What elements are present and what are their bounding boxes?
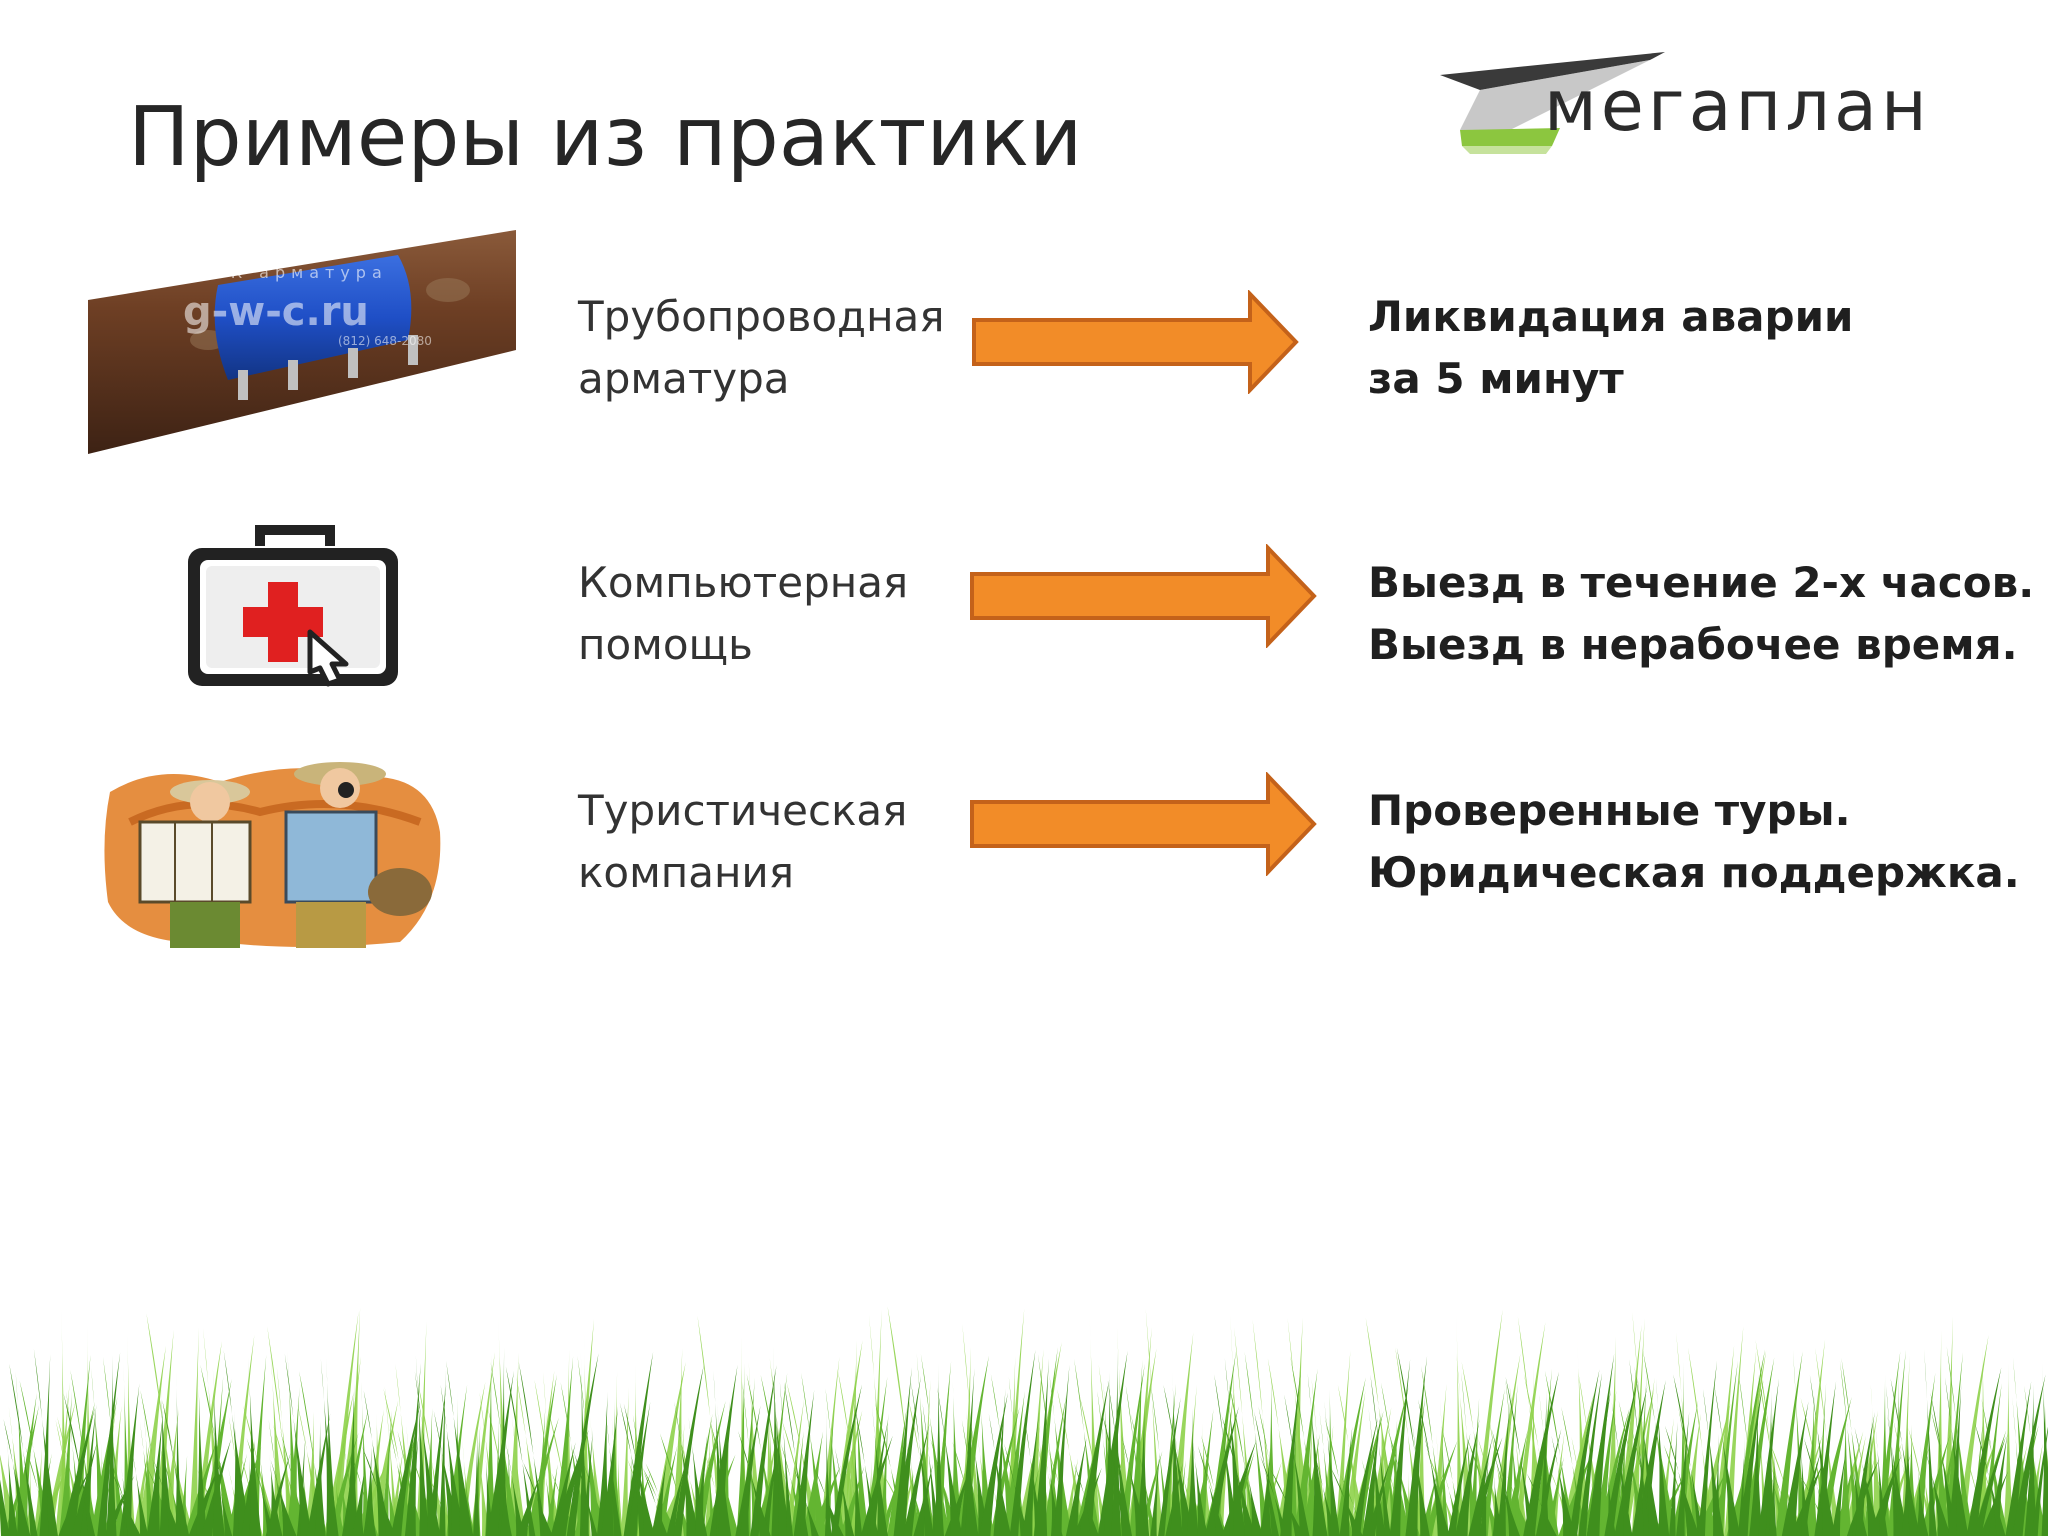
- svg-text:ГВК арматура: ГВК арматура: [198, 263, 388, 282]
- pipe-clamp-image: ГВК арматура g-w-c.ru (812) 648-2080: [88, 230, 516, 454]
- row-2-arrow-icon: [970, 544, 1317, 648]
- svg-text:(812) 648-2080: (812) 648-2080: [338, 334, 432, 348]
- row-1-label: Трубопроводная арматура: [578, 292, 945, 403]
- logo-mark-icon: [1440, 52, 1665, 154]
- row-3-arrow-icon: [970, 772, 1317, 876]
- slide-title: Примеры из практики: [128, 90, 1083, 185]
- row-2-label: Компьютерная помощь: [578, 558, 909, 669]
- first-aid-kit-icon: [180, 522, 406, 694]
- row-2-result: Выезд в течение 2-х часов. Выезд в нераб…: [1368, 558, 2035, 669]
- svg-text:g-w-c.ru: g-w-c.ru: [183, 289, 369, 335]
- grass-decoration: [0, 1306, 2048, 1536]
- logo-text: мегаплан: [1544, 65, 1931, 147]
- row-3-result: Проверенные туры. Юридическая поддержка.: [1368, 786, 2020, 897]
- row-3-label: Туристическая компания: [578, 786, 908, 897]
- tourists-illustration: [100, 752, 444, 952]
- row-1-arrow-icon: [972, 290, 1299, 394]
- row-1-result: Ликвидация аварии за 5 минут: [1368, 292, 1854, 403]
- megaplan-logo: мегаплан: [1440, 50, 1980, 160]
